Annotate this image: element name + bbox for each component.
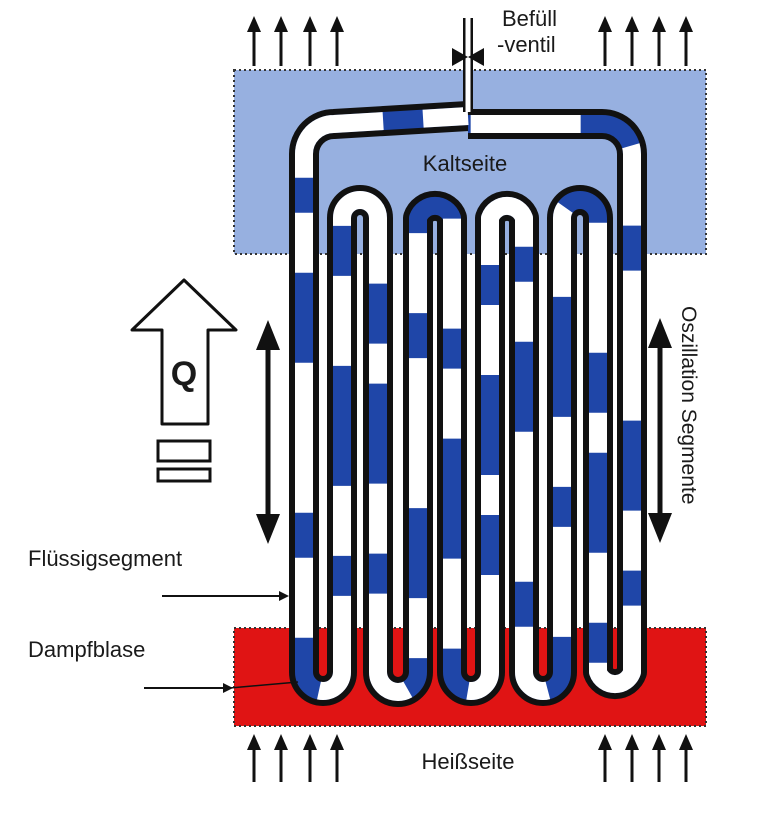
up-arrow-icon [330,16,344,66]
up-arrow-icon [679,16,693,66]
up-arrow-icon [679,734,693,782]
vapor-bubble-label: Dampfblase [28,637,145,662]
up-arrow-icon [247,16,261,66]
liquid-segment-label: Flüssigsegment [28,546,182,571]
up-arrow-icon [303,16,317,66]
up-arrow-icon [247,734,261,782]
up-arrow-icon [652,16,666,66]
up-arrow-icon [625,16,639,66]
hot-side-label: Heißseite [422,749,515,774]
up-arrow-icon [625,734,639,782]
cold-side-label: Kaltseite [423,151,507,176]
up-arrow-icon [274,734,288,782]
up-arrow-icon [598,734,612,782]
vapor-bubble-leader [229,681,299,689]
up-arrow-icon [652,734,666,782]
up-arrow-icon [598,16,612,66]
heat-pipe-tube [289,101,647,707]
up-arrow-icon [330,734,344,782]
fill-valve-label-line2: -ventil [497,32,556,57]
heat-flow-arrow-icon [130,278,238,483]
vapor-bubbles [295,107,641,701]
oscillation-arrow-right-icon [648,318,672,543]
fill-valve[interactable] [452,18,484,112]
fill-valve-label-line1: Befüll [502,6,557,31]
valve-icon [452,48,484,66]
up-arrow-icon [303,734,317,782]
oscillation-label: Oszillation Segmente [677,306,700,504]
heat-flow-label: Q [171,355,197,393]
heat-flow-arrows [247,16,693,782]
oscillation-arrow-left-icon [256,320,280,544]
up-arrow-icon [274,16,288,66]
